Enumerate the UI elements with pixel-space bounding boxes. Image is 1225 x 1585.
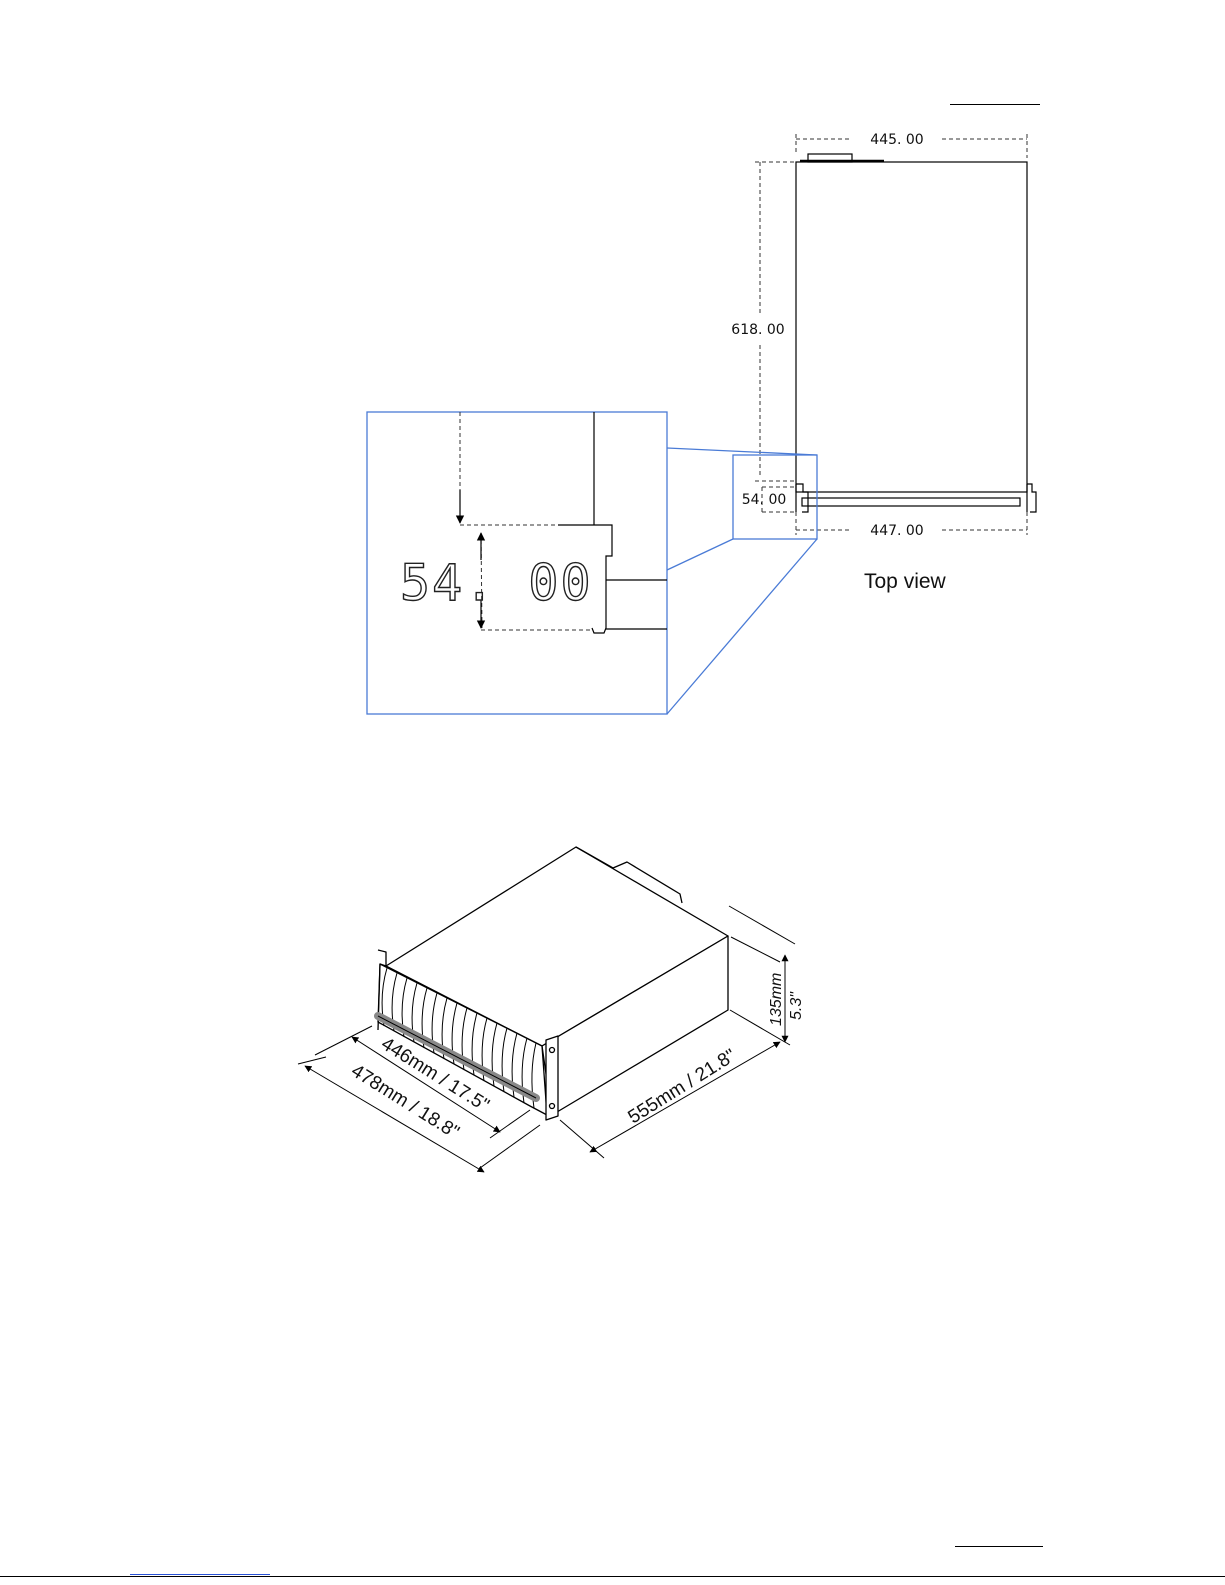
rack-rail [802, 498, 1020, 506]
top-view-label: Top view [864, 570, 947, 593]
dim-depth-left: 618. 00 [731, 322, 784, 338]
bottom-link-underline[interactable] [130, 1574, 270, 1575]
dim-rail-offset: 54. 00 [742, 492, 787, 508]
iso-dim-height-in: 5.3" [788, 991, 805, 1020]
dim-width-top: 445. 00 [870, 132, 923, 148]
top-view-diagram [755, 134, 1036, 535]
footer-rule [955, 1546, 1043, 1547]
iso-dim-height-mm: 135mm [768, 973, 785, 1026]
bottom-rule [0, 1576, 1225, 1577]
detail-dim-text: 54. 00 [400, 554, 593, 612]
chassis-outline [796, 162, 1027, 492]
dim-width-bottom: 447. 00 [870, 523, 923, 539]
